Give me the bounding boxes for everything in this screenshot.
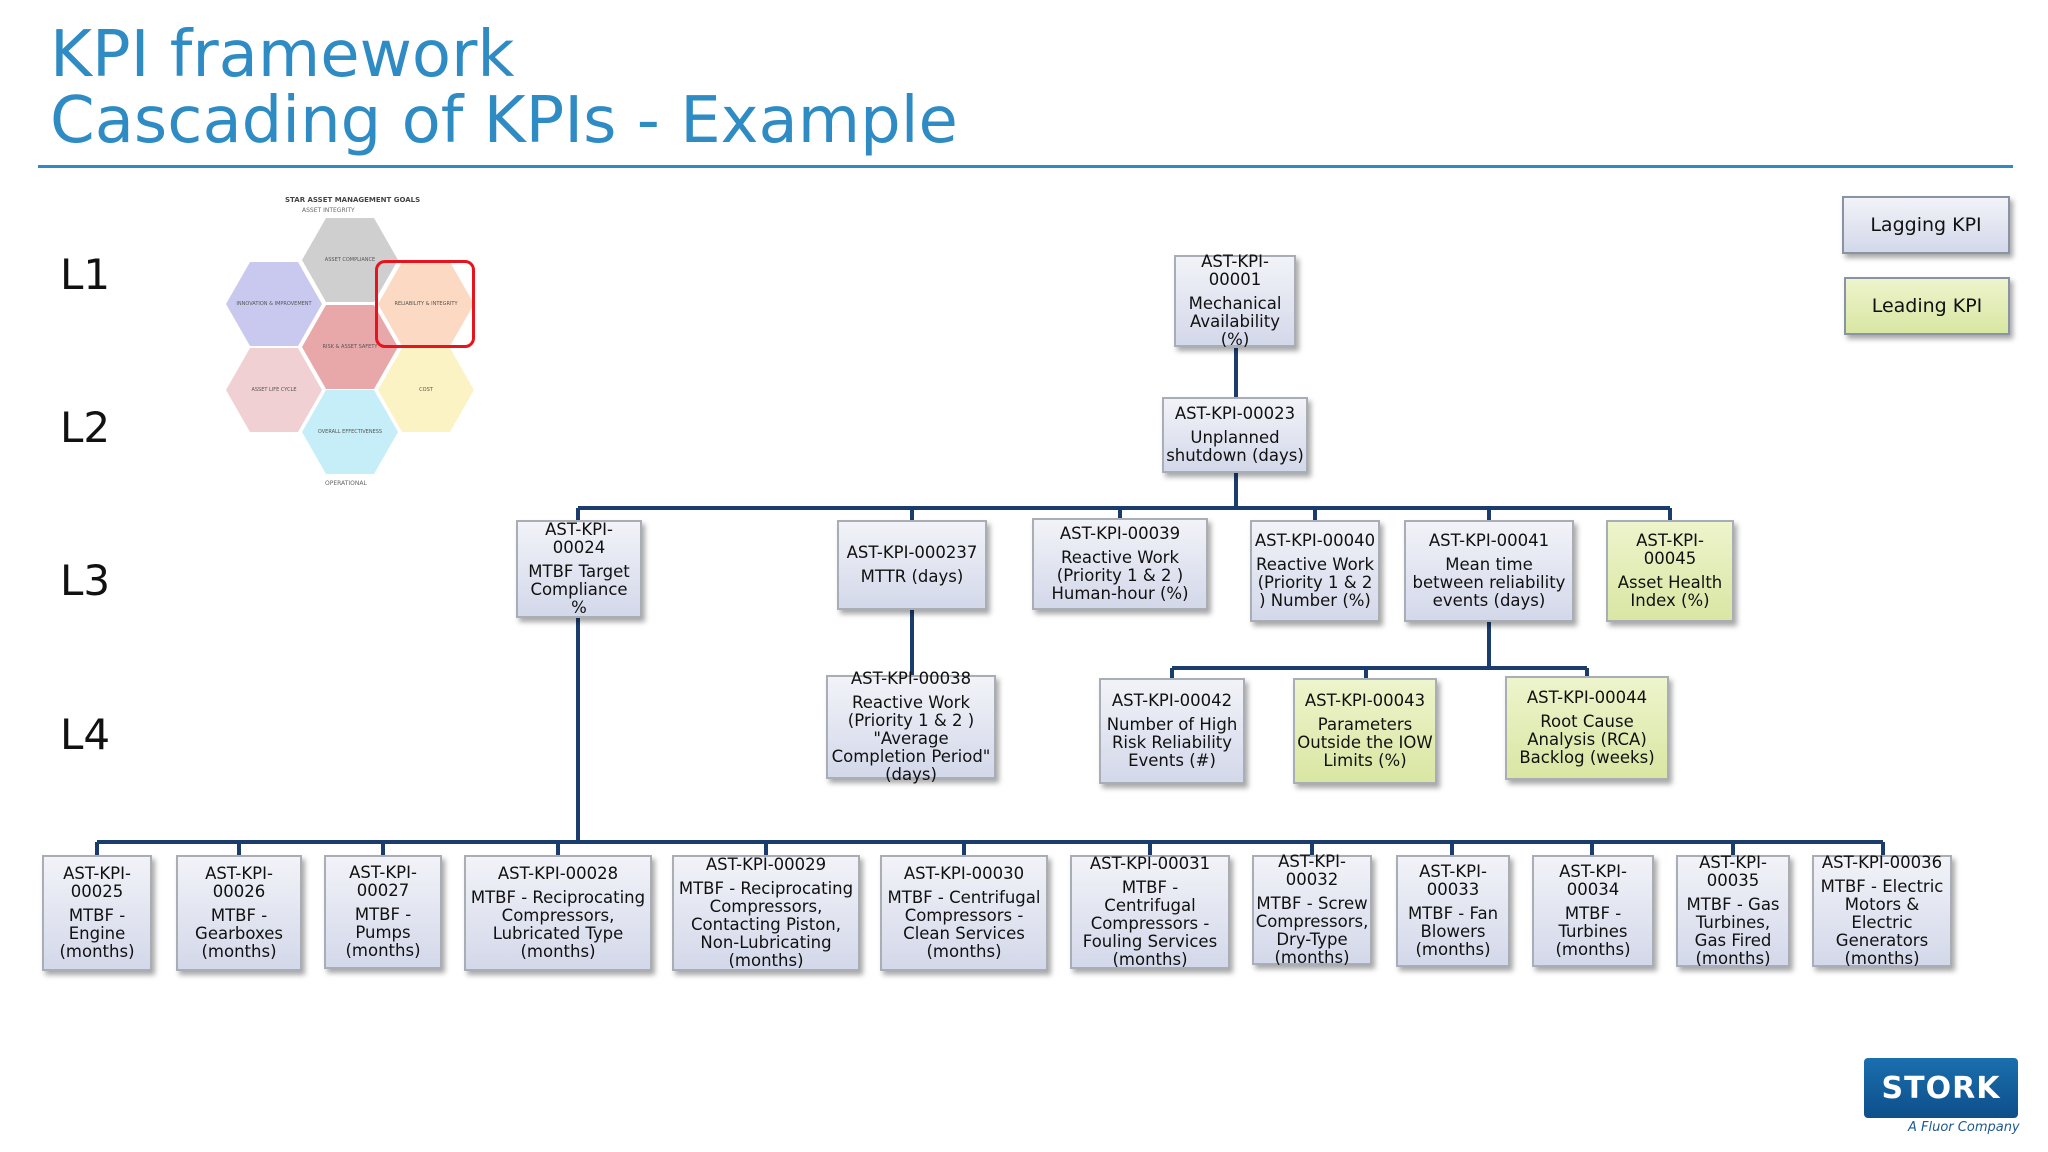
kpi-box-00043: AST-KPI-00043 Parameters Outside the IOW…	[1293, 678, 1437, 784]
kpi-name: Asset Health Index (%)	[1617, 573, 1723, 610]
kpi-box-00025: AST-KPI-00025 MTBF - Engine (months)	[42, 855, 152, 971]
kpi-name: MTBF - Centrifugal Compressors - Fouling…	[1082, 878, 1218, 969]
kpi-id: AST-KPI-00040	[1254, 531, 1376, 550]
kpi-box-00023: AST-KPI-00023 Unplanned shutdown (days)	[1162, 397, 1308, 473]
asset-management-goals-figure: STAR ASSET MANAGEMENT GOALS ASSET INTEGR…	[210, 190, 500, 490]
figure-top-label: ASSET INTEGRITY	[302, 207, 355, 214]
hex-overall-effectiveness: OVERALL EFFECTIVENESS	[302, 390, 398, 474]
kpi-box-00045: AST-KPI-00045 Asset Health Index (%)	[1606, 520, 1734, 622]
kpi-id: AST-KPI-00028	[497, 864, 619, 883]
kpi-name: MTBF - Pumps (months)	[345, 905, 421, 960]
kpi-id: AST-KPI-00034	[1559, 862, 1627, 899]
kpi-id: AST-KPI-00039	[1059, 524, 1181, 543]
stork-logo: STORK	[1864, 1058, 2018, 1118]
kpi-name: MTBF - Gas Turbines, Gas Fired (months)	[1686, 895, 1780, 968]
kpi-id: AST-KPI-00001	[1201, 252, 1269, 289]
kpi-box-00034: AST-KPI-00034 MTBF - Turbines (months)	[1532, 855, 1654, 967]
kpi-box-00041: AST-KPI-00041 Mean time between reliabil…	[1404, 520, 1574, 622]
kpi-name: Reactive Work (Priority 1 & 2 ) "Average…	[831, 693, 991, 784]
kpi-box-00033: AST-KPI-00033 MTBF - Fan Blowers (months…	[1396, 855, 1510, 967]
kpi-id: AST-KPI-00026	[205, 864, 273, 901]
kpi-box-00035: AST-KPI-00035 MTBF - Gas Turbines, Gas F…	[1676, 853, 1790, 968]
kpi-name: Reactive Work (Priority 1 & 2 ) Human-ho…	[1051, 548, 1189, 603]
level-label-l3: L3	[60, 556, 111, 605]
kpi-id: AST-KPI-00029	[705, 855, 827, 874]
hex-asset-life-cycle: ASSET LIFE CYCLE	[226, 348, 322, 432]
kpi-name: MTBF - Engine (months)	[59, 906, 135, 961]
kpi-id: AST-KPI-00030	[903, 864, 1025, 883]
kpi-box-00042: AST-KPI-00042 Number of High Risk Reliab…	[1099, 678, 1245, 784]
kpi-box-00032: AST-KPI-00032 MTBF - Screw Compressors, …	[1252, 852, 1372, 967]
kpi-id: AST-KPI-00027	[349, 863, 417, 900]
kpi-id: AST-KPI-00045	[1636, 531, 1704, 568]
kpi-name: MTBF - Reciprocating Compressors, Lubric…	[470, 888, 646, 961]
kpi-id: AST-KPI-00023	[1174, 404, 1296, 423]
level-label-l1: L1	[60, 250, 111, 299]
kpi-name: MTBF - Centrifugal Compressors - Clean S…	[887, 888, 1041, 961]
kpi-box-00026: AST-KPI-00026 MTBF - Gearboxes (months)	[176, 855, 302, 971]
kpi-name: Reactive Work (Priority 1 & 2 ) Number (…	[1255, 555, 1375, 610]
kpi-box-00031: AST-KPI-00031 MTBF - Centrifugal Compres…	[1070, 855, 1230, 969]
kpi-name: Mean time between reliability events (da…	[1412, 555, 1566, 610]
kpi-id: AST-KPI-00041	[1428, 531, 1550, 550]
kpi-id: AST-KPI-00032	[1278, 852, 1346, 889]
kpi-box-00029: AST-KPI-00029 MTBF - Reciprocating Compr…	[672, 855, 860, 971]
kpi-name: Parameters Outside the IOW Limits (%)	[1297, 715, 1433, 770]
title-divider	[38, 165, 2013, 168]
legend-leading-kpi: Leading KPI	[1844, 277, 2010, 335]
level-label-l4: L4	[60, 710, 111, 759]
kpi-name: Unplanned shutdown (days)	[1166, 428, 1304, 465]
highlight-frame	[375, 260, 475, 348]
title-line-2: Cascading of KPIs - Example	[50, 84, 958, 158]
kpi-name: MTBF - Reciprocating Compressors, Contac…	[678, 879, 854, 970]
kpi-box-00001: AST-KPI-00001 Mechanical Availability (%…	[1174, 252, 1296, 349]
kpi-box-00038: AST-KPI-00038 Reactive Work (Priority 1 …	[826, 670, 996, 784]
kpi-name: MTBF Target Compliance %	[528, 562, 630, 617]
kpi-id: AST-KPI-00044	[1526, 688, 1648, 707]
kpi-box-00040: AST-KPI-00040 Reactive Work (Priority 1 …	[1250, 520, 1380, 622]
kpi-name: MTBF - Electric Motors & Electric Genera…	[1820, 877, 1944, 968]
kpi-box-00039: AST-KPI-00039 Reactive Work (Priority 1 …	[1032, 518, 1208, 610]
kpi-box-000237: AST-KPI-000237 MTTR (days)	[837, 520, 987, 610]
kpi-name: MTBF - Fan Blowers (months)	[1407, 904, 1499, 959]
kpi-box-00028: AST-KPI-00028 MTBF - Reciprocating Compr…	[464, 855, 652, 971]
kpi-name: Root Cause Analysis (RCA) Backlog (weeks…	[1519, 712, 1655, 767]
kpi-id: AST-KPI-00025	[63, 864, 131, 901]
kpi-name: Number of High Risk Reliability Events (…	[1106, 715, 1238, 770]
figure-bottom-label: OPERATIONAL	[325, 480, 367, 487]
kpi-name: MTTR (days)	[860, 567, 964, 586]
kpi-id: AST-KPI-000237	[846, 543, 978, 562]
kpi-box-00044: AST-KPI-00044 Root Cause Analysis (RCA) …	[1505, 676, 1669, 780]
logo-tagline: A Fluor Company	[1908, 1120, 2020, 1135]
hex-cost: COST	[378, 348, 474, 432]
kpi-id: AST-KPI-00043	[1304, 691, 1426, 710]
kpi-id: AST-KPI-00033	[1419, 862, 1487, 899]
kpi-name: MTBF - Gearboxes (months)	[195, 906, 283, 961]
kpi-name: MTBF - Screw Compressors, Dry-Type (mont…	[1255, 894, 1369, 967]
kpi-box-00036: AST-KPI-00036 MTBF - Electric Motors & E…	[1812, 853, 1952, 968]
kpi-id: AST-KPI-00024	[545, 520, 613, 557]
legend-lagging-kpi: Lagging KPI	[1842, 196, 2010, 254]
kpi-box-00027: AST-KPI-00027 MTBF - Pumps (months)	[324, 855, 442, 969]
kpi-id: AST-KPI-00042	[1111, 691, 1233, 710]
kpi-box-00024: AST-KPI-00024 MTBF Target Compliance %	[516, 520, 642, 618]
kpi-id: AST-KPI-00031	[1089, 854, 1211, 873]
hex-innovation-improvement: INNOVATION & IMPROVEMENT	[226, 262, 322, 346]
kpi-box-00030: AST-KPI-00030 MTBF - Centrifugal Compres…	[880, 855, 1048, 971]
kpi-id: AST-KPI-00035	[1699, 853, 1767, 890]
figure-heading: STAR ASSET MANAGEMENT GOALS	[285, 196, 421, 204]
kpi-name: Mechanical Availability (%)	[1188, 294, 1282, 349]
title-line-1: KPI framework	[50, 18, 515, 92]
level-label-l2: L2	[60, 403, 111, 452]
hex-reliability-integrity: RELIABILITY & INTEGRITY	[378, 262, 474, 346]
kpi-name: MTBF - Turbines (months)	[1555, 904, 1631, 959]
kpi-id: AST-KPI-00038	[850, 669, 972, 688]
page-title: KPI framework Cascading of KPIs - Exampl…	[50, 22, 958, 154]
kpi-id: AST-KPI-00036	[1821, 853, 1943, 872]
